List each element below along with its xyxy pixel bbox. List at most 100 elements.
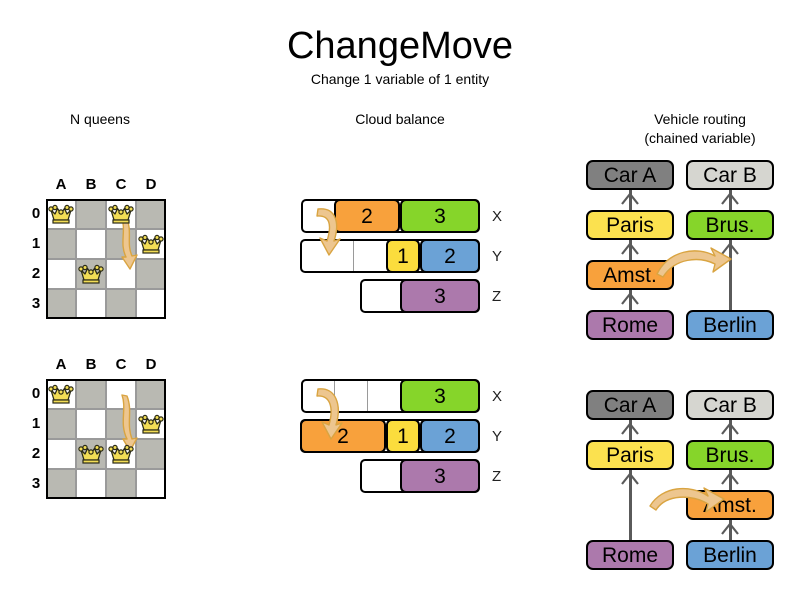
chain-arrowhead-icon: [721, 192, 739, 205]
cloud-divider: [353, 241, 354, 271]
vrp-chain-link: [629, 190, 632, 210]
row-label-2: 2: [31, 265, 41, 282]
board-cell[interactable]: [76, 229, 106, 259]
vrp-node-paris[interactable]: Paris: [586, 210, 674, 240]
board-cell[interactable]: [136, 259, 166, 289]
board-cell[interactable]: [136, 439, 166, 469]
row-label-2: 2: [31, 445, 41, 462]
queen-icon: [48, 384, 74, 404]
queen-icon: [108, 444, 134, 464]
queen-c0[interactable]: [106, 199, 136, 229]
board-cell[interactable]: [76, 259, 106, 289]
section-heading-vehicle-routing: Vehicle routing (chained variable): [615, 110, 785, 148]
cloud-move-arrow: [308, 385, 356, 452]
cloud-divider: [367, 381, 368, 411]
cloud-row-label-x: X: [492, 208, 503, 225]
page-title: ChangeMove: [286, 25, 514, 67]
row-label-3: 3: [31, 295, 41, 312]
chain-arrowhead: [620, 242, 640, 260]
board-cell[interactable]: [46, 469, 76, 499]
chain-arrowhead: [620, 292, 640, 310]
board-cell[interactable]: [76, 199, 106, 229]
cloud-process-z-1[interactable]: 3: [400, 279, 480, 313]
board-cell[interactable]: [76, 289, 106, 319]
move-arrow-icon: [656, 247, 732, 278]
row-label-1: 1: [31, 235, 41, 252]
chain-arrowhead-icon: [621, 242, 639, 255]
queen-icon: [138, 234, 164, 254]
section-heading-cloud-balance: Cloud balance: [355, 111, 445, 127]
vrp-move-arrow: [648, 484, 726, 525]
vrp-node-berlin[interactable]: Berlin: [686, 540, 774, 570]
vrp-node-rome[interactable]: Rome: [586, 540, 674, 570]
vrp-node-rome[interactable]: Rome: [586, 310, 674, 340]
board-cell[interactable]: [46, 439, 76, 469]
board-cell[interactable]: [136, 229, 166, 259]
vrp-node-brus[interactable]: Brus.: [686, 210, 774, 240]
section-heading-nqueens: N queens: [70, 111, 130, 127]
cloud-row-label-x: X: [492, 388, 503, 405]
move-arrow-icon: [316, 208, 341, 256]
board-cell[interactable]: [46, 409, 76, 439]
chain-arrowhead-icon: [621, 192, 639, 205]
vrp-move-arrow: [655, 244, 733, 285]
queen-icon: [78, 264, 104, 284]
board-cell[interactable]: [76, 409, 106, 439]
cloud-process-y-1[interactable]: 1: [386, 419, 420, 453]
chain-arrowhead-icon: [721, 242, 739, 255]
vrp-node-berlin[interactable]: Berlin: [686, 310, 774, 340]
chain-arrowhead: [720, 192, 740, 210]
board-cell[interactable]: [46, 259, 76, 289]
queen-a0[interactable]: [46, 199, 76, 229]
queen-a0[interactable]: [46, 379, 76, 409]
cloud-process-y-2[interactable]: 1: [386, 239, 420, 273]
row-label-0: 0: [31, 205, 41, 222]
chain-arrowhead: [720, 472, 740, 490]
board-cell[interactable]: [76, 379, 106, 409]
vrp-node-brus[interactable]: Brus.: [686, 440, 774, 470]
cloud-process-y-2[interactable]: 2: [420, 419, 480, 453]
page-subtitle: Change 1 variable of 1 entity: [310, 71, 490, 87]
cloud-process-x-3[interactable]: 3: [400, 379, 480, 413]
queen-b2[interactable]: [76, 439, 106, 469]
row-label-1: 1: [31, 415, 41, 432]
board-cell[interactable]: [46, 229, 76, 259]
column-label-c: C: [115, 176, 127, 193]
board-cell[interactable]: [136, 409, 166, 439]
board-cell[interactable]: [136, 469, 166, 499]
queen-b2[interactable]: [76, 259, 106, 289]
vrp-node-paris[interactable]: Paris: [586, 440, 674, 470]
board-cell[interactable]: [106, 289, 136, 319]
board-cell[interactable]: [46, 289, 76, 319]
vrp-node-carb[interactable]: Car B: [686, 160, 774, 190]
column-label-a: A: [55, 176, 67, 193]
row-label-3: 3: [31, 475, 41, 492]
chain-arrowhead: [620, 422, 640, 440]
board-move-arrow: [117, 393, 151, 467]
column-label-d: D: [145, 356, 157, 373]
chain-arrowhead-icon: [721, 472, 739, 485]
board-cell[interactable]: [136, 289, 166, 319]
cloud-process-y-3[interactable]: 2: [420, 239, 480, 273]
vrp-node-carb[interactable]: Car B: [686, 390, 774, 420]
board-cell[interactable]: [106, 469, 136, 499]
vrp-node-cara[interactable]: Car A: [586, 390, 674, 420]
move-arrow-icon: [316, 388, 343, 440]
queen-d1[interactable]: [136, 229, 166, 259]
cloud-process-y-0[interactable]: 2: [300, 419, 386, 453]
vrp-chain-link: [729, 470, 732, 490]
cloud-row-label-y: Y: [492, 248, 503, 265]
column-label-b: B: [85, 176, 97, 193]
chain-arrowhead-icon: [721, 522, 739, 535]
vrp-node-cara[interactable]: Car A: [586, 160, 674, 190]
move-arrow-icon: [121, 394, 138, 452]
chain-arrowhead-icon: [721, 422, 739, 435]
cloud-process-z-1[interactable]: 3: [400, 459, 480, 493]
queen-c2[interactable]: [106, 439, 136, 469]
column-label-d: D: [145, 176, 157, 193]
chain-arrowhead-icon: [621, 292, 639, 305]
queen-d1[interactable]: [136, 409, 166, 439]
board-cell[interactable]: [76, 469, 106, 499]
cloud-process-x-2[interactable]: 3: [400, 199, 480, 233]
